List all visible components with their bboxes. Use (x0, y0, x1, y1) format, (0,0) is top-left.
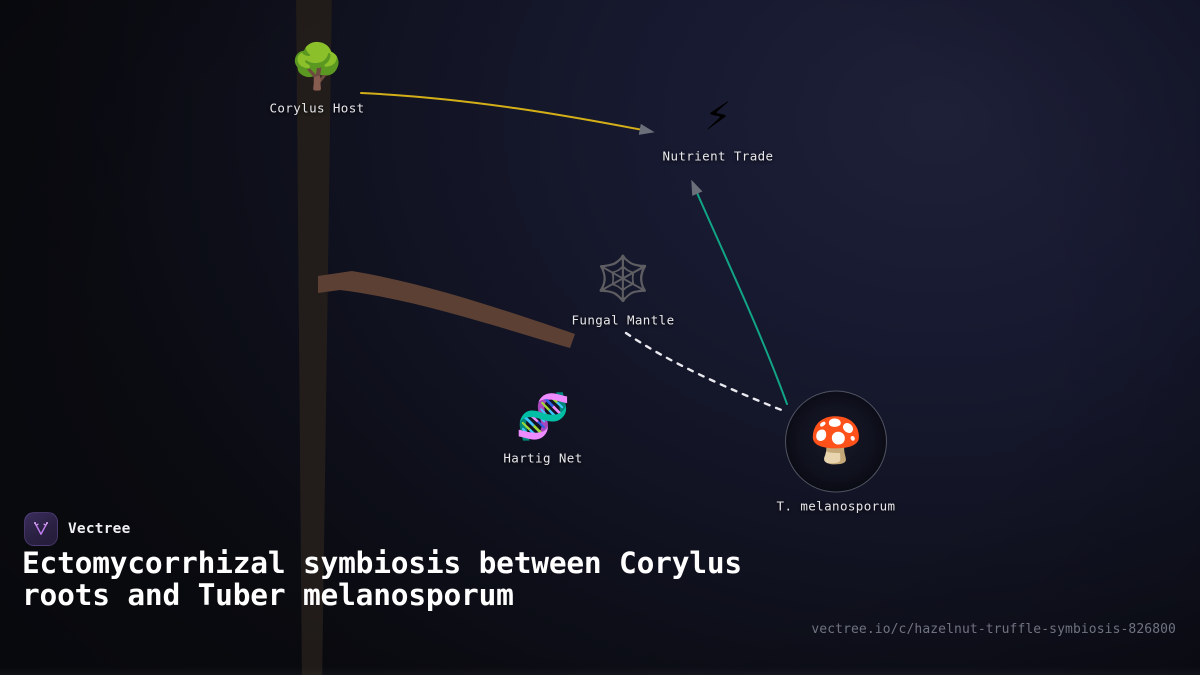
dna-helix-icon: 🧬 (515, 391, 571, 443)
edge-truffle-to-trade[interactable] (691, 179, 788, 405)
share-url: vectree.io/c/hazelnut-truffle-symbiosis-… (811, 622, 1176, 637)
graph-node-nutrient-trade[interactable]: ⚡ Nutrient Trade (618, 89, 818, 164)
vectree-logo-icon (24, 512, 58, 546)
graph-node-corylus-host[interactable]: 🌳 Corylus Host (217, 41, 417, 116)
vectree-sprout-glyph (34, 522, 48, 535)
edge-mantle-to-truffle[interactable] (624, 331, 786, 413)
mushroom-icon: 🍄 (785, 390, 887, 493)
graph-node-hartig-net[interactable]: 🧬 Hartig Net (443, 391, 643, 466)
graph-node-t-melanosporum[interactable]: 🍄 T. melanosporum (736, 390, 936, 514)
lightning-bolt-icon: ⚡ (704, 89, 732, 141)
page-title: Ectomycorrhizal symbiosis between Corylu… (22, 546, 760, 612)
graph-node-label: T. melanosporum (776, 498, 896, 514)
graph-node-label: Fungal Mantle (571, 312, 675, 328)
edge-host-to-trade[interactable] (360, 92, 655, 135)
tree-trunk-shape (296, 0, 332, 675)
graph-node-label: Nutrient Trade (662, 148, 774, 164)
lateral-root-shape (318, 271, 575, 348)
graph-node-fungal-mantle[interactable]: 🕸️ Fungal Mantle (523, 253, 723, 328)
spider-web-icon: 🕸️ (595, 253, 651, 305)
graph-node-label: Corylus Host (269, 100, 365, 116)
graph-node-label: Hartig Net (503, 450, 583, 466)
tree-icon: 🌳 (289, 41, 345, 93)
brand-name: Vectree (68, 521, 131, 537)
footer-edge (0, 667, 1200, 675)
brand-lockup: Vectree (24, 512, 131, 546)
